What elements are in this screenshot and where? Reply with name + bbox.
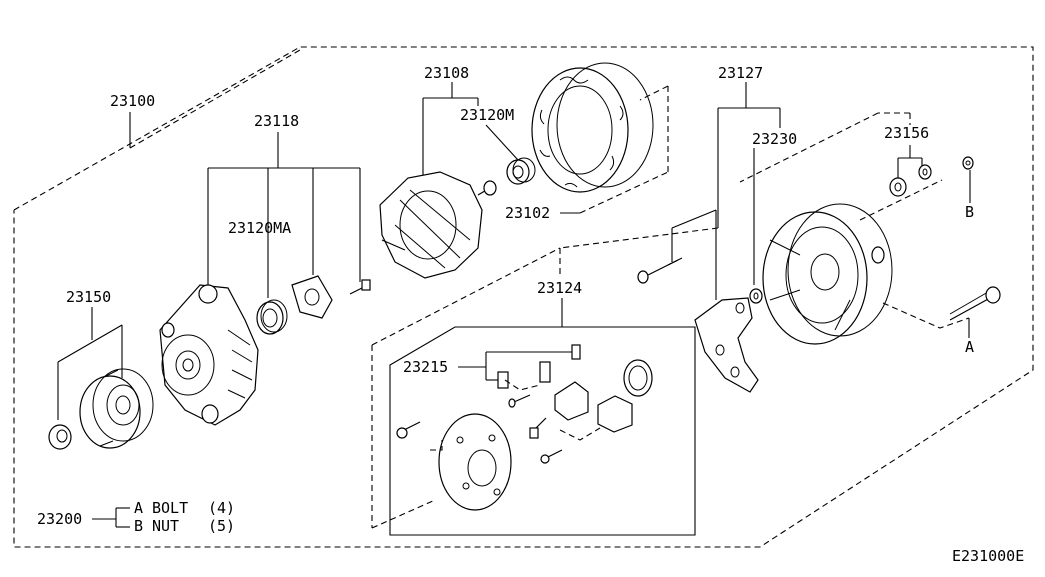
label-23156: 23156 [884, 124, 929, 142]
rear-bearing [506, 157, 536, 185]
front-bearing [256, 299, 288, 335]
kit-item-code: B [134, 517, 143, 535]
callout-23124 [371, 247, 696, 536]
label-ref-a: A [965, 338, 974, 356]
label-23120ma: 23120MA [228, 219, 291, 237]
assembly-outline [13, 46, 1034, 548]
callout-23200 [92, 507, 130, 528]
stator [531, 62, 654, 193]
callout-23230 [671, 148, 755, 300]
callout-23108 [422, 82, 519, 180]
label-23124: 23124 [537, 279, 582, 297]
brush-terminal-2 [539, 361, 551, 383]
rear-housing [762, 203, 893, 345]
regulator-screw-3 [540, 449, 563, 464]
label-23127: 23127 [718, 64, 763, 82]
kit-item-bolt: A BOLT (4) [134, 499, 235, 517]
label-23118: 23118 [254, 112, 299, 130]
label-23102: 23102 [505, 204, 550, 222]
callout-23100 [129, 49, 301, 149]
callout-23215 [458, 351, 578, 381]
reference-a-leader [882, 302, 970, 338]
inset-guide-2 [504, 379, 541, 391]
callout-23127 [559, 82, 781, 275]
bolt-a [949, 286, 1001, 321]
rectifier [694, 297, 759, 393]
kit-item-nut: B NUT (5) [134, 517, 235, 535]
inset-guide-1 [430, 440, 443, 451]
terminal-nut-large [889, 177, 907, 197]
retainer-screw [349, 279, 371, 295]
seal-ring [623, 359, 653, 397]
label-23230: 23230 [752, 130, 797, 148]
brush-terminal-1 [497, 371, 509, 389]
through-bolt [637, 257, 683, 284]
rear-cover-plate [438, 413, 512, 511]
callout-23102 [560, 85, 669, 214]
label-23150: 23150 [66, 288, 111, 306]
brush-terminal-3 [571, 344, 581, 360]
kit-item-code: A [134, 499, 143, 517]
rotor [379, 171, 497, 279]
brush-holder [554, 381, 589, 421]
kit-item-qty: (4) [208, 499, 235, 517]
insulating-washer [749, 288, 763, 304]
kit-item-name: NUT [152, 517, 179, 535]
label-23108: 23108 [424, 64, 469, 82]
diagram-code: E231000E [952, 547, 1024, 565]
label-23215: 23215 [403, 358, 448, 376]
label-23200: 23200 [37, 510, 82, 528]
bearing-retainer [291, 275, 333, 319]
callout-23118 [207, 132, 361, 298]
kit-item-qty: (5) [208, 517, 235, 535]
terminal-nut-small [918, 164, 932, 180]
regulator-screw-2 [529, 417, 547, 439]
pulley [79, 368, 154, 449]
kit-item-name: BOLT [152, 499, 188, 517]
inset-guide-3 [559, 427, 601, 441]
regulator-screw-1 [508, 394, 531, 408]
pulley-nut [48, 424, 72, 450]
reference-b-leader [859, 170, 971, 221]
regulator-block [597, 395, 633, 433]
label-23100: 23100 [110, 92, 155, 110]
front-housing [159, 284, 259, 426]
regulator-screw-4 [396, 421, 421, 439]
label-23120m: 23120M [460, 106, 514, 124]
nut-b [962, 156, 974, 170]
label-ref-b: B [965, 203, 974, 221]
